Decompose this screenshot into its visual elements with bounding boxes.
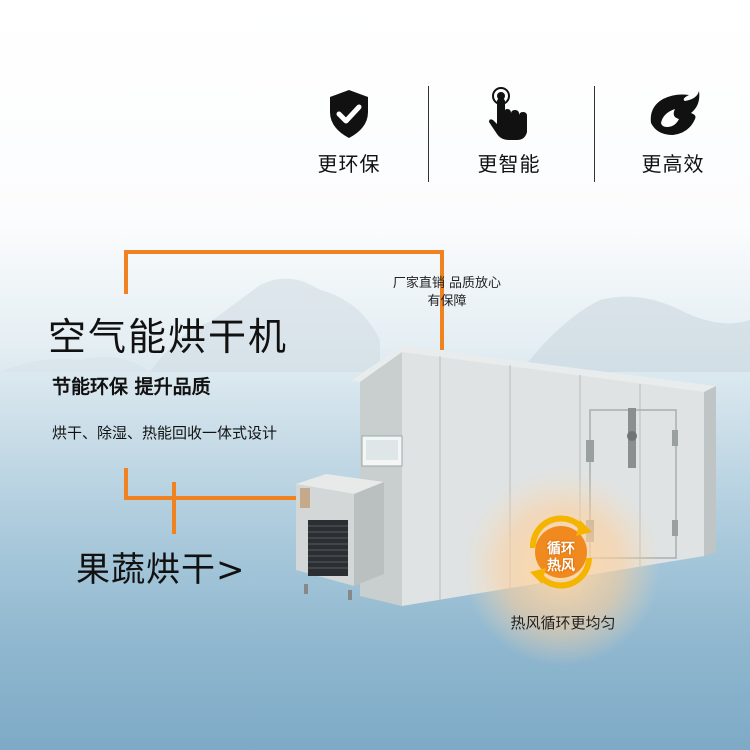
category-link[interactable]: 果蔬烘干> xyxy=(76,550,246,590)
feature-divider xyxy=(428,86,429,182)
hot-air-badge-line2: 热风 xyxy=(547,558,575,574)
feature-row: 更环保 更智能 更高效 xyxy=(290,86,750,196)
feature-divider xyxy=(594,86,595,182)
touch-hand-icon xyxy=(489,87,527,140)
feature-eco: 更环保 xyxy=(284,86,414,177)
feature-eco-label: 更环保 xyxy=(317,152,381,176)
feature-efficient-label: 更高效 xyxy=(641,152,705,176)
accent-line-bottom xyxy=(124,496,300,500)
flame-icon xyxy=(650,91,700,135)
factory-note-line1: 厂家直销 品质放心 xyxy=(392,276,502,291)
accent-line-right xyxy=(440,250,444,350)
feature-efficient: 更高效 xyxy=(608,86,738,177)
product-subtitle: 节能环保 提升品质 xyxy=(52,376,211,398)
factory-note-line2: 有保障 xyxy=(427,294,467,309)
accent-line-tick xyxy=(172,482,176,534)
feature-smart-label: 更智能 xyxy=(477,152,541,176)
hot-air-badge: 循环 热风 xyxy=(536,541,586,575)
product-title: 空气能烘干机 xyxy=(48,315,289,359)
accent-line-left-bottom xyxy=(124,468,128,500)
hot-air-caption: 热风循环更均匀 xyxy=(510,614,616,632)
factory-note: 厂家直销 品质放心 有保障 xyxy=(372,275,522,311)
shield-check-icon xyxy=(330,90,368,138)
product-description: 烘干、除湿、热能回收一体式设计 xyxy=(52,424,278,442)
accent-line-left-top xyxy=(124,250,128,294)
hot-air-badge-line1: 循环 xyxy=(547,541,575,557)
feature-smart: 更智能 xyxy=(444,86,574,177)
accent-line-top xyxy=(124,250,444,254)
